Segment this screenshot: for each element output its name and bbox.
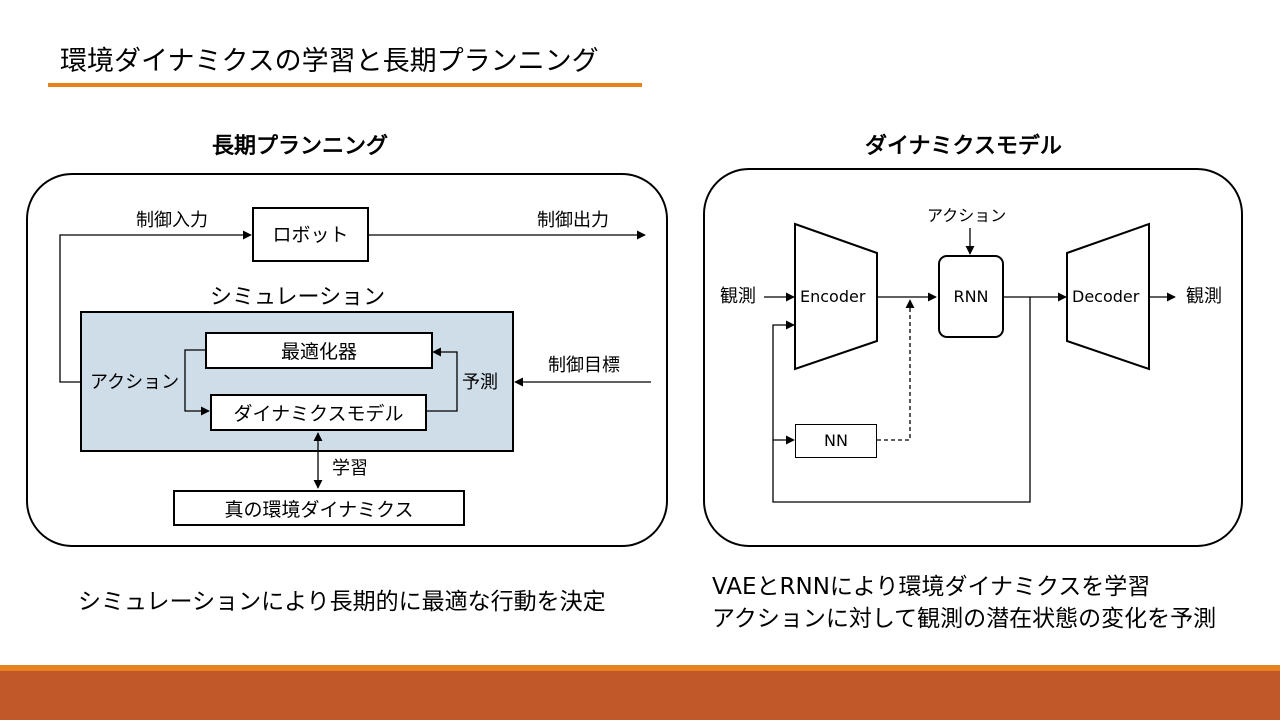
robot-box: ロボット: [252, 207, 369, 262]
observation-output-label: 観測: [1186, 286, 1222, 307]
decoder-shape: [1066, 222, 1150, 371]
action-label: アクション: [90, 372, 180, 393]
simulation-label: シミュレーション: [210, 285, 386, 310]
decoder-label: Decoder: [1072, 287, 1140, 306]
dynamics-model-box: ダイナミクスモデル: [210, 394, 427, 431]
encoder-label: Encoder: [800, 287, 866, 306]
title-underline: [48, 83, 642, 87]
planning-caption: シミュレーションにより長期的に最適な行動を決定: [78, 589, 606, 615]
long-term-planning-heading: 長期プランニング: [212, 134, 389, 159]
control-input-label: 制御入力: [136, 210, 208, 231]
control-output-label: 制御出力: [537, 210, 609, 231]
nn-box: NN: [795, 424, 877, 458]
encoder-shape: [794, 222, 878, 371]
footer-bar: [0, 671, 1280, 720]
slide-title: 環境ダイナミクスの学習と長期プランニング: [60, 46, 599, 77]
control-target-label: 制御目標: [548, 355, 620, 376]
learning-label: 学習: [332, 458, 368, 479]
rnn-action-label: アクション: [927, 206, 1007, 225]
dynamics-model-heading: ダイナミクスモデル: [865, 134, 1062, 159]
dynamics-caption-line1: VAEとRNNにより環境ダイナミクスを学習: [712, 574, 1151, 600]
rnn-box: RNN: [938, 255, 1004, 338]
dynamics-caption-line2: アクションに対して観測の潜在状態の変化を予測: [712, 606, 1217, 632]
observation-input-label: 観測: [720, 286, 756, 307]
true-dynamics-box: 真の環境ダイナミクス: [173, 490, 465, 526]
prediction-label: 予測: [462, 372, 498, 393]
dynamics-model-panel: [703, 168, 1243, 547]
optimizer-box: 最適化器: [205, 332, 433, 369]
footer-accent-line: [0, 665, 1280, 671]
